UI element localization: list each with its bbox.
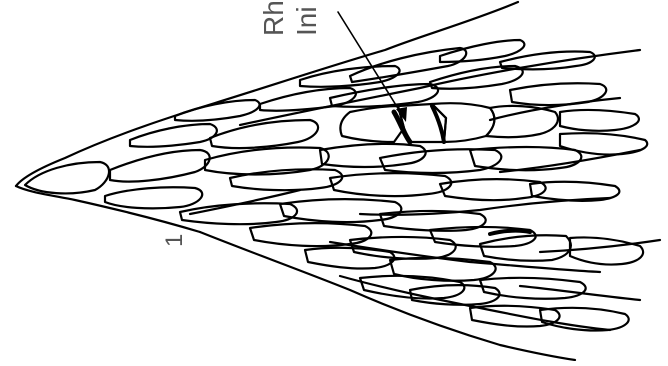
cell-wall-line [190,190,300,214]
figure-number: 1 [161,234,188,247]
cell [486,106,558,137]
cell [360,276,464,299]
cell [105,187,202,208]
annotation-label-line2: Ini [291,6,322,36]
cell [205,148,329,175]
cell [510,83,606,105]
cell [320,144,426,167]
leaf-outline-tip [16,186,200,232]
thickened-cell-wall [490,231,530,234]
cell [250,223,371,246]
annotation-label-line1: Rh [258,0,289,36]
cell [25,162,109,193]
cell [570,237,643,264]
cell [480,235,571,261]
cell [210,120,318,148]
cell [330,173,451,196]
cell [560,110,639,131]
cell [380,149,501,173]
cell [440,179,546,200]
cell-wall-line [490,98,620,120]
cell [390,258,496,281]
cell [560,133,647,154]
cell [305,248,394,269]
cell [280,199,401,222]
cell [175,100,260,121]
cell [180,203,297,224]
cell [110,150,210,182]
